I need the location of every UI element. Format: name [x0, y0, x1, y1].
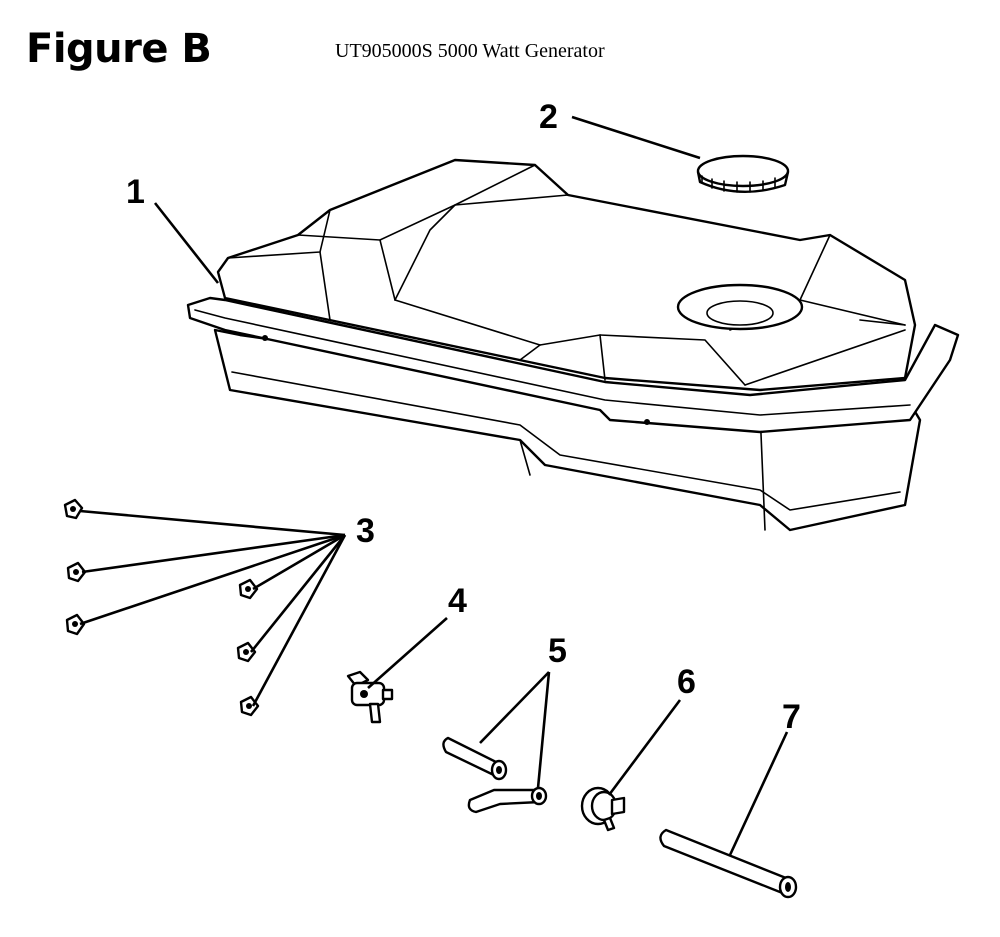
callout-3: 3: [356, 512, 375, 550]
fuel-filter: [580, 786, 626, 832]
model-title: UT905000S 5000 Watt Generator: [335, 40, 605, 62]
fuel-hose-straight: [442, 736, 508, 781]
callout-numbers: 1 2 3 4 5 6 7: [126, 98, 801, 736]
callout-6: 6: [677, 663, 696, 701]
figure-label: Figure B: [26, 26, 212, 72]
long-fuel-hose: [659, 828, 798, 899]
callout-4: 4: [448, 582, 467, 620]
callout-1: 1: [126, 173, 145, 211]
fuel-valve: [346, 670, 394, 724]
clamp-4: [238, 578, 259, 600]
clamp-5: [236, 641, 257, 663]
clamp-2: [66, 561, 87, 583]
callout-7: 7: [782, 698, 801, 736]
callout-2: 2: [539, 98, 558, 136]
clamps: [63, 498, 260, 717]
clamp-6: [239, 695, 260, 717]
fuel-tank: [186, 158, 960, 532]
fuel-hose-bent: [467, 786, 548, 814]
fuel-cap: [696, 154, 790, 193]
clamp-1: [63, 498, 84, 520]
leader-lines: [79, 115, 789, 856]
callout-5: 5: [548, 632, 567, 670]
clamp-3: [65, 613, 86, 636]
fuel-hoses: [442, 736, 548, 814]
